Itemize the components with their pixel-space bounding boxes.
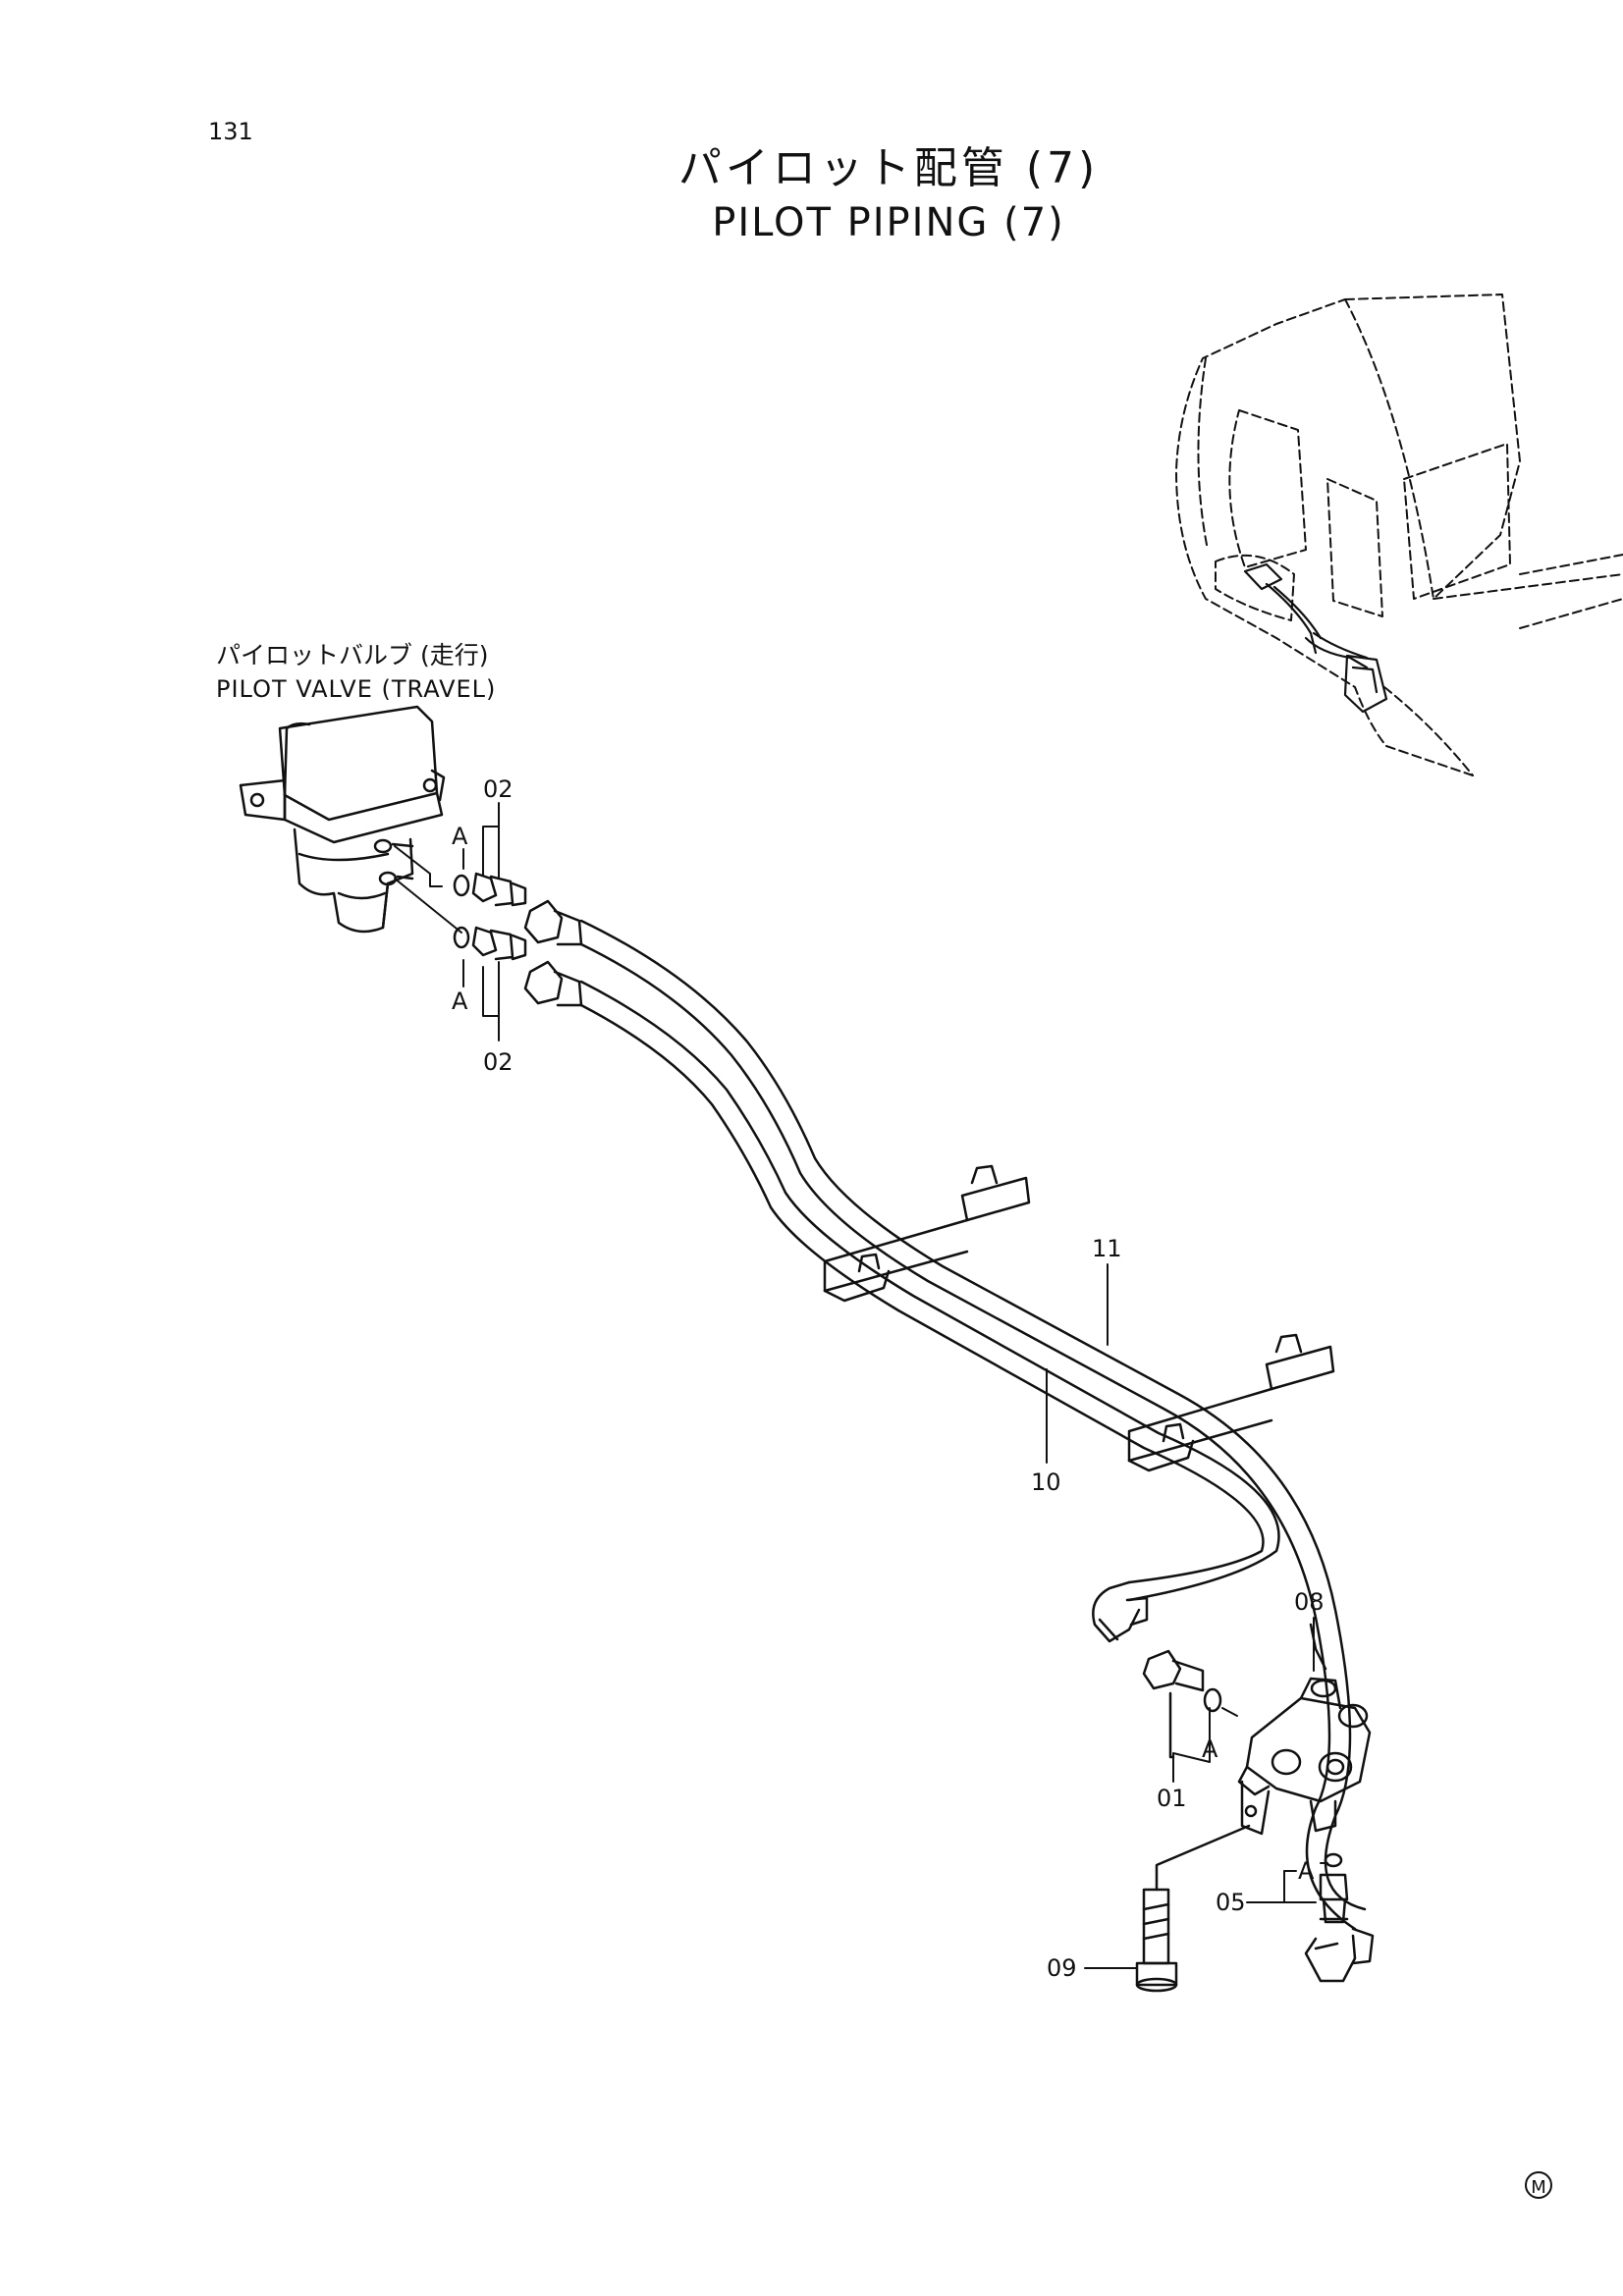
adapter-fitting-05 (1319, 1873, 1349, 1924)
callout-a-mid: A (1202, 1735, 1218, 1763)
cab-inset-illustration (1175, 294, 1623, 776)
page-title: PILOT PIPING (7) (712, 200, 1065, 245)
callout-a-low: A (1298, 1857, 1315, 1885)
shuttle-valve-08 (1237, 1623, 1372, 1836)
hose-11 (579, 919, 1367, 1931)
callout-10: 10 (1031, 1468, 1061, 1496)
callout-01: 01 (1157, 1785, 1187, 1812)
callout-09: 09 (1047, 1954, 1077, 1982)
manufacturer-mark: M (1531, 2177, 1546, 2198)
o-ring-symbol-low (1324, 1852, 1343, 1868)
callout-08: 08 (1294, 1588, 1325, 1616)
page-number: 131 (208, 118, 253, 145)
elbow-fitting-upper (1092, 1580, 1149, 1643)
elbow-fitting-lower (1304, 1927, 1375, 1983)
callout-a-top: A (452, 823, 468, 850)
hose-end-fittings-top (523, 899, 583, 1007)
adapter-fittings-02 (471, 872, 527, 961)
component-label-japanese: パイロットバルブ (走行) (216, 641, 489, 669)
port-leader-lines (394, 845, 462, 934)
component-label: PILOT VALVE (TRAVEL) (216, 675, 497, 703)
page-title-japanese: パイロット配管 (7) (677, 143, 1100, 193)
manufacturer-mark-circle (1525, 2171, 1552, 2199)
hose-clamp-brackets (823, 1164, 1335, 1472)
o-ring-symbol-mid (1203, 1687, 1222, 1713)
bolt-09 (1135, 1824, 1251, 1993)
o-ring-symbols (453, 874, 470, 949)
callout-02-bottom: 02 (483, 1048, 514, 1076)
callout-05: 05 (1216, 1889, 1246, 1916)
callout-11: 11 (1092, 1235, 1122, 1262)
callout-a-bottom: A (452, 988, 468, 1015)
cab-pilot-valve-detail (1243, 562, 1388, 714)
pilot-valve-illustration (239, 705, 446, 934)
adapter-fitting-01 (1142, 1649, 1205, 1759)
hose-10 (579, 980, 1280, 1602)
callout-labels: 02 A A 02 11 10 08 A 01 A 05 09 M (452, 775, 1546, 2198)
callout-02-top: 02 (483, 775, 514, 803)
callout-leader-lines (462, 802, 1328, 1969)
leader-dash-mid (1221, 1707, 1238, 1717)
